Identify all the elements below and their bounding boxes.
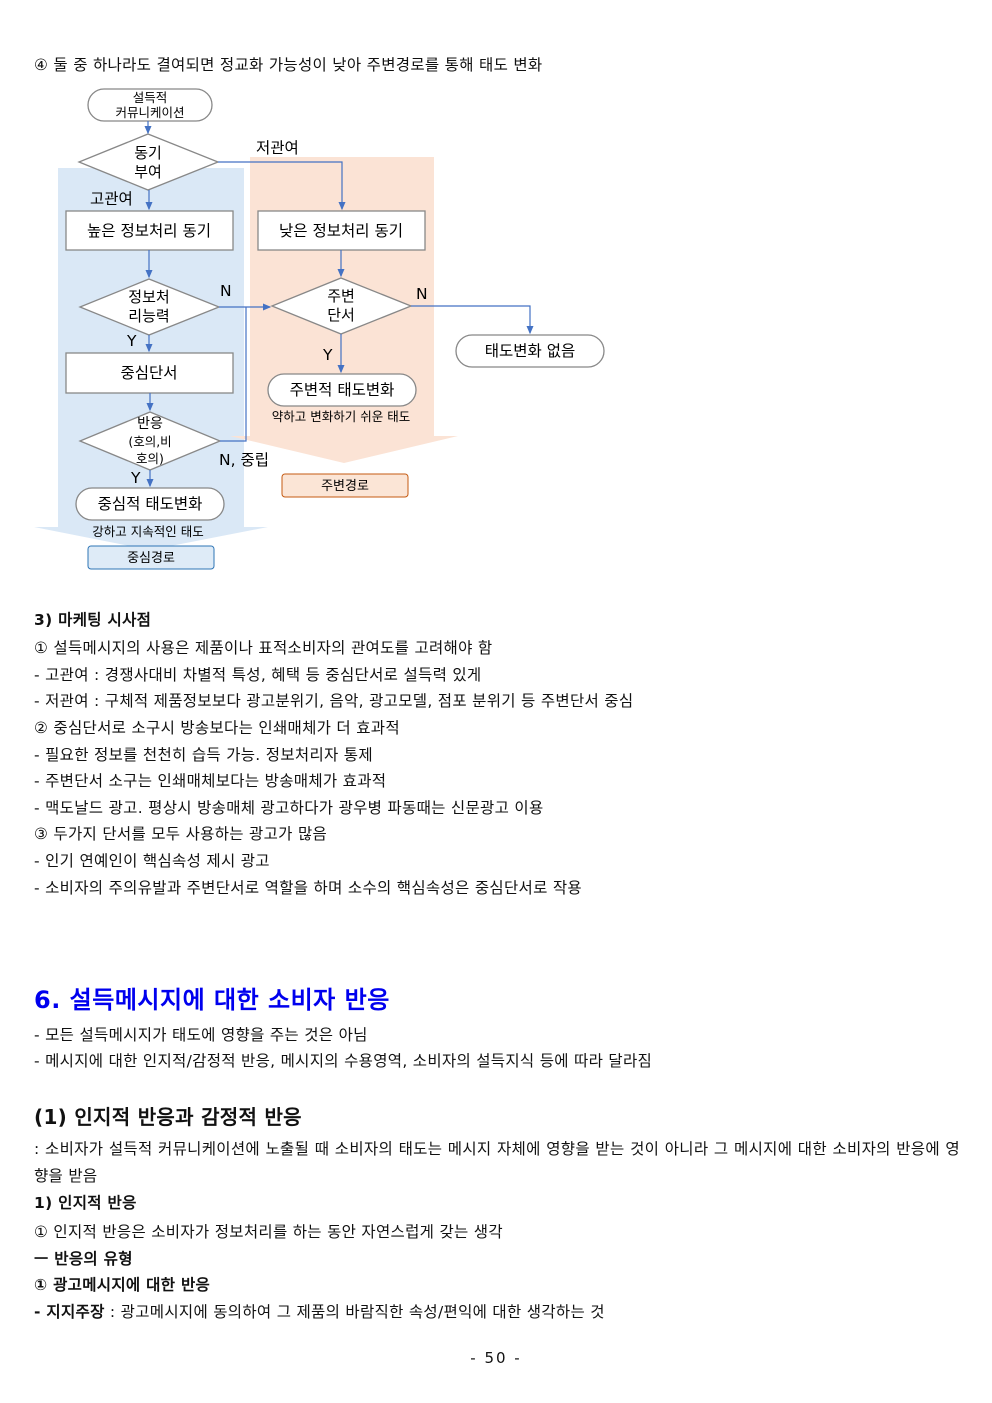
response-line1: 반응 [137, 416, 163, 432]
marketing-line-4: ② 중심단서로 소구시 방송보다는 인쇄매체가 더 효과적 [34, 719, 400, 737]
ability-no-label: N [220, 282, 232, 300]
peripheral-route-label-box [281, 473, 409, 498]
central-cue-text: 중심단서 [120, 364, 177, 382]
page-number: - 50 - [470, 1349, 522, 1367]
central-change-note: 강하고 지속적인 태도 [92, 524, 203, 539]
peripheral-change-node [267, 373, 417, 407]
peripheral-cue-line2: 단서 [327, 306, 355, 324]
support-term: - 지지주장 [34, 1303, 105, 1321]
arrow-motivation-low [218, 161, 346, 211]
support-line: - 지지주장 : 광고메시지에 동의하여 그 제품의 바람직한 속성/편익에 대… [34, 1301, 605, 1323]
peripheral-change-text: 주변적 태도변화 [290, 381, 395, 399]
arrow-response-neutral [220, 307, 247, 442]
cue-yes-label: Y [322, 346, 333, 364]
subsection-1-title: (1) 인지적 반응과 감정적 반응 [34, 1105, 302, 1129]
ad-response-title: ① 광고메시지에 대한 반응 [34, 1276, 211, 1294]
cue-no-label: N [416, 285, 428, 303]
marketing-line-8: ③ 두가지 단서를 모두 사용하는 광고가 많음 [34, 825, 328, 843]
low-involvement-label: 저관여 [256, 139, 299, 157]
high-involvement-label: 고관여 [90, 190, 133, 208]
motivation-line2: 부여 [134, 163, 162, 181]
marketing-line-5: - 필요한 정보를 천천히 습득 가능. 정보처리자 통제 [34, 746, 373, 764]
motivation-line1: 동기 [134, 144, 162, 162]
peripheral-route-label: 주변경로 [321, 479, 369, 494]
low-motivation-text: 낮은 정보처리 동기 [279, 222, 403, 240]
section-6-line-1: - 모든 설득메시지가 태도에 영향을 주는 것은 아님 [34, 1026, 368, 1044]
motivation-decision [77, 133, 220, 191]
response-no-label: N, 중립 [219, 451, 269, 469]
marketing-line-7: - 맥도날드 광고. 평상시 방송매체 광고하다가 광우병 파동때는 신문광고 … [34, 799, 544, 817]
elaboration-likelihood-flowchart: 설득적 커뮤니케이션 동기 부여 저관여 고관여 높은 정보처리 동기 낮은 정… [34, 88, 605, 570]
marketing-line-10: - 소비자의 주의유발과 주변단서로 역할을 하며 소수의 핵심속성은 중심단서… [34, 879, 582, 897]
types-title: ㅡ 반응의 유형 [34, 1250, 133, 1268]
marketing-line-3: - 저관여 : 구체적 제품정보보다 광고분위기, 음악, 광고모델, 점포 분… [34, 692, 634, 710]
central-route-label: 중심경로 [127, 551, 175, 566]
intro-line: ④ 둘 중 하나라도 결여되면 정교화 가능성이 낮아 주변경로를 통해 태도 … [34, 56, 543, 74]
cognitive-title: 1) 인지적 반응 [34, 1194, 137, 1212]
peripheral-change-note: 약하고 변화하기 쉬운 태도 [272, 409, 410, 424]
ability-line2: 리능력 [128, 307, 169, 325]
cognitive-line: ① 인지적 반응은 소비자가 정보처리를 하는 동안 자연스럽게 갖는 생각 [34, 1223, 503, 1241]
central-route-label-box [87, 545, 215, 570]
marketing-line-6: - 주변단서 소구는 인쇄매체보다는 방송매체가 효과적 [34, 772, 387, 790]
response-line2: (호의,비 [128, 434, 171, 449]
marketing-line-2: - 고관여 : 경쟁사대비 차별적 특성, 혜택 등 중심단서로 설득력 있게 [34, 666, 482, 684]
marketing-title: 3) 마케팅 시사점 [34, 611, 152, 629]
start-node-line1: 설득적 [133, 90, 168, 105]
arrow-cue-no-change [411, 305, 534, 335]
ability-line1: 정보처 [128, 288, 169, 306]
support-desc: : 광고메시지에 동의하여 그 제품의 바람직한 속성/편익에 대한 생각하는 … [104, 1303, 605, 1321]
central-change-text: 중심적 태도변화 [98, 495, 203, 513]
peripheral-cue-line1: 주변 [327, 287, 355, 305]
section-6-line-2: - 메시지에 대한 인지적/감정적 반응, 메시지의 수용영역, 소비자의 설득… [34, 1052, 653, 1070]
subsection-1-paragraph: : 소비자가 설득적 커뮤니케이션에 노출될 때 소비자의 태도는 메시지 자체… [34, 1140, 960, 1185]
response-line3: 호의) [136, 451, 164, 466]
low-motivation-box [257, 210, 426, 251]
start-node [87, 88, 213, 122]
section-6-title: 6. 설득메시지에 대한 소비자 반응 [34, 986, 390, 1014]
marketing-line-1: ① 설득메시지의 사용은 제품이나 표적소비자의 관여도를 고려해야 함 [34, 639, 493, 657]
no-change-node [455, 334, 605, 368]
central-cue-box [65, 352, 234, 394]
ability-yes-label: Y [126, 332, 137, 350]
start-node-line2: 커뮤니케이션 [115, 105, 184, 120]
marketing-line-9: - 인기 연예인이 핵심속성 제시 광고 [34, 852, 270, 870]
high-motivation-text: 높은 정보처리 동기 [87, 222, 211, 240]
no-change-text: 태도변화 없음 [485, 342, 576, 360]
central-change-node [75, 487, 225, 521]
response-yes-label: Y [130, 469, 141, 487]
